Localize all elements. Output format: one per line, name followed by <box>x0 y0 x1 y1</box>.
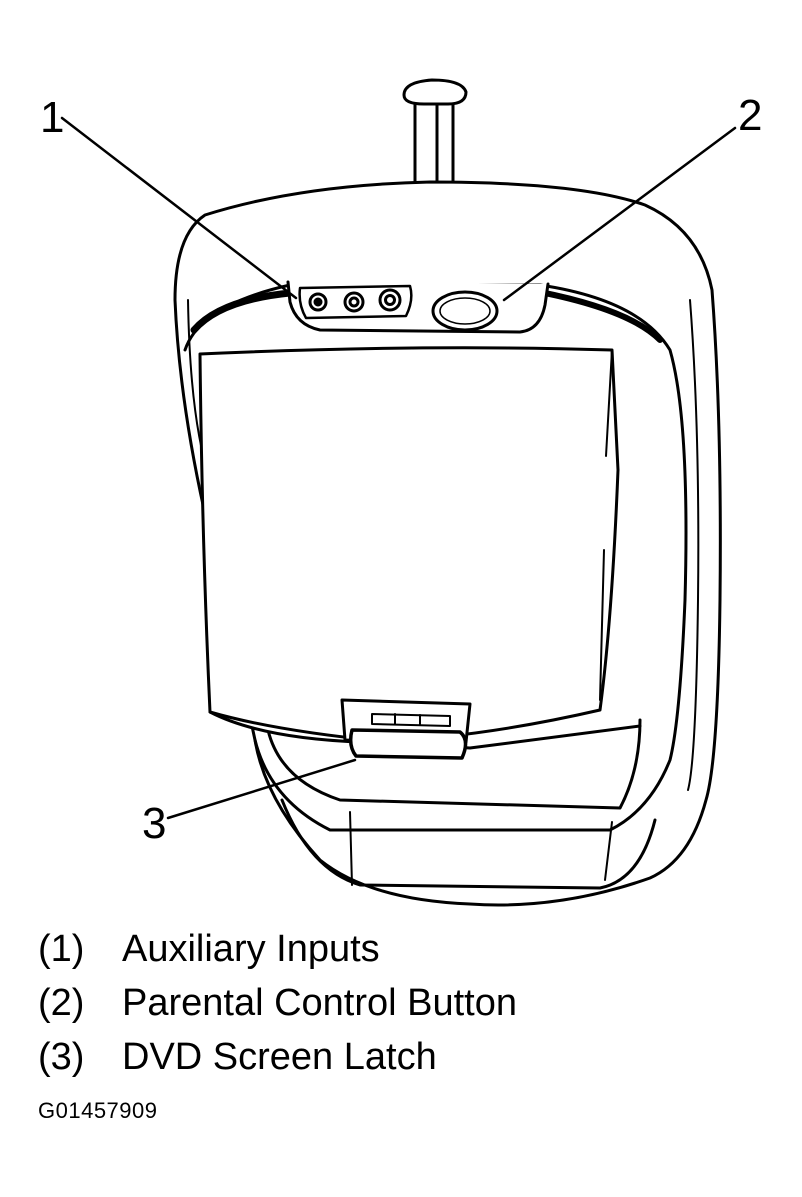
callout-3-leader <box>166 758 357 820</box>
mounting-stud <box>402 78 468 186</box>
callout-1-number: 1 <box>40 93 64 142</box>
legend-label: DVD Screen Latch <box>122 1036 437 1078</box>
legend-item-3: (3) DVD Screen Latch <box>38 1030 517 1084</box>
legend: (1) Auxiliary Inputs (2) Parental Contro… <box>38 922 517 1084</box>
callout-2-number: 2 <box>738 91 762 140</box>
legend-number: (3) <box>38 1036 85 1078</box>
control-strip <box>286 280 550 334</box>
input-panel <box>298 284 413 320</box>
figure-id: G01457909 <box>38 1098 158 1123</box>
legend-number: (2) <box>38 982 85 1024</box>
parental-control-button <box>431 290 499 332</box>
callout-3-number: 3 <box>142 799 166 848</box>
legend-item-2: (2) Parental Control Button <box>38 976 517 1030</box>
overhead-dvd-unit-diagram: 1 2 3 <box>40 78 762 907</box>
bezel-shadow-left <box>190 289 294 334</box>
legend-number: (1) <box>38 928 85 970</box>
callout-1-leader <box>60 116 298 300</box>
legend-item-1: (1) Auxiliary Inputs <box>38 922 517 976</box>
lower-housing-panel <box>280 798 657 890</box>
aux-input-jack-2 <box>343 291 365 313</box>
callout-2-leader <box>502 126 737 302</box>
dvd-screen-latch <box>340 698 472 760</box>
legend-label: Auxiliary Inputs <box>122 928 380 970</box>
legend-label: Parental Control Button <box>122 982 518 1024</box>
bezel-shadow-right <box>537 289 663 343</box>
lower-recess <box>266 718 642 810</box>
aux-input-jack-3 <box>378 288 402 312</box>
dvd-screen <box>198 346 620 744</box>
aux-input-jack-1 <box>308 292 328 312</box>
